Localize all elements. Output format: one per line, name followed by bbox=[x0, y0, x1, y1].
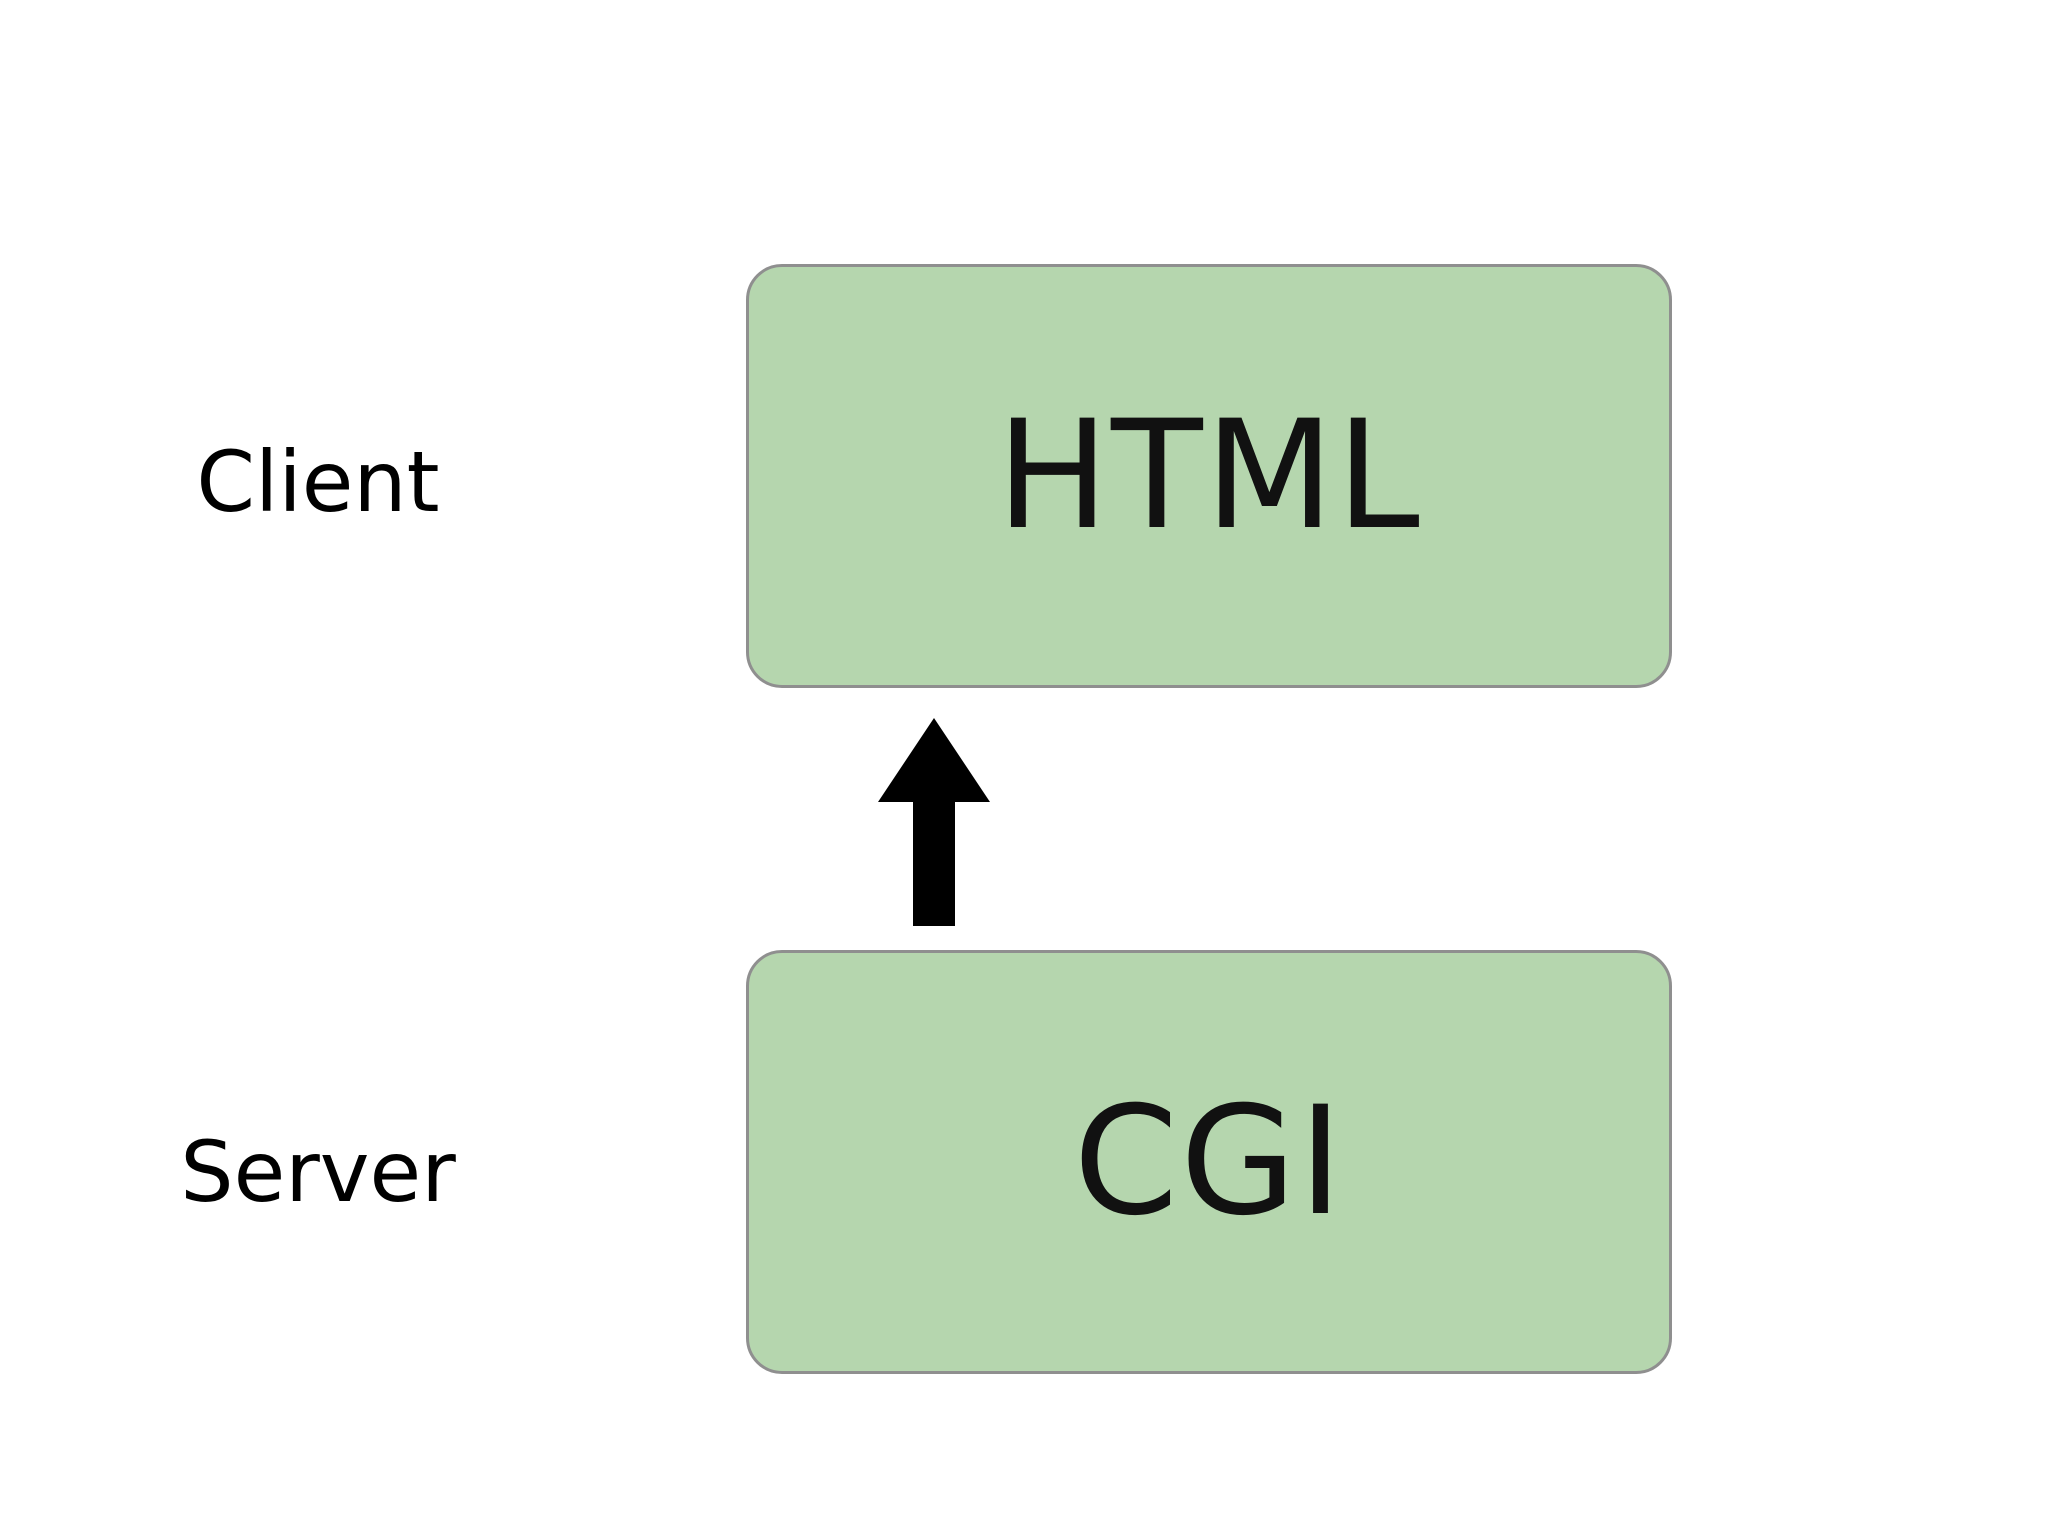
html-box-label: HTML bbox=[996, 389, 1422, 563]
up-arrow-icon bbox=[878, 718, 990, 926]
cgi-box: CGI bbox=[746, 950, 1672, 1374]
up-arrow-shape bbox=[878, 718, 990, 926]
server-label: Server bbox=[180, 1123, 456, 1221]
html-box: HTML bbox=[746, 264, 1672, 688]
cgi-box-label: CGI bbox=[1073, 1075, 1345, 1249]
client-label: Client bbox=[196, 433, 440, 531]
